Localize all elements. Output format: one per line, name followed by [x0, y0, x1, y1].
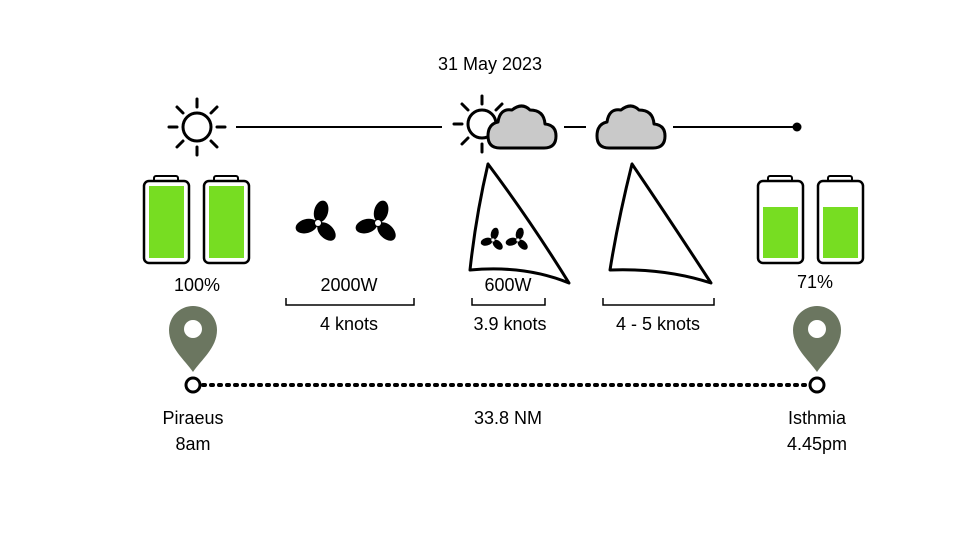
battery-icon: [816, 175, 865, 265]
start-place: Piraeus: [162, 408, 224, 428]
route-distance: 33.8 NM: [473, 408, 543, 428]
sail-icon: [608, 162, 713, 285]
start-time: 8am: [175, 434, 211, 454]
battery-icon: [202, 175, 251, 265]
cloud-icon: [595, 104, 667, 150]
segment-1-speed: 4 knots: [319, 314, 379, 334]
start-battery-percent: 100%: [173, 275, 221, 295]
end-point: [808, 376, 826, 394]
sun-icon: [167, 97, 227, 157]
end-battery-percent: 71%: [796, 272, 834, 292]
start-point: [184, 376, 202, 394]
end-location-pin-icon: [793, 306, 841, 372]
weather-timeline: [236, 122, 802, 132]
propeller-icon: [293, 198, 340, 245]
segment-1-power: 2000W: [320, 275, 378, 295]
end-batteries: [756, 175, 865, 265]
segment-brackets: [285, 298, 715, 306]
propeller-icons: [293, 198, 400, 245]
segment-2-power: 600W: [484, 275, 532, 295]
end-time: 4.45pm: [786, 434, 848, 454]
segment-3-speed: 4 - 5 knots: [615, 314, 701, 334]
propeller-icon: [353, 198, 400, 245]
timeline-end-dot: [792, 122, 802, 132]
sail-with-propellers-icon: [468, 162, 571, 285]
start-location-pin-icon: [169, 306, 217, 372]
start-batteries: [142, 175, 251, 265]
end-place: Isthmia: [787, 408, 847, 428]
trip-date: 31 May 2023: [437, 54, 543, 74]
sun-behind-cloud-icon: [452, 94, 558, 154]
segment-2-speed: 3.9 knots: [473, 314, 547, 334]
battery-icon: [756, 175, 805, 265]
battery-icon: [142, 175, 191, 265]
